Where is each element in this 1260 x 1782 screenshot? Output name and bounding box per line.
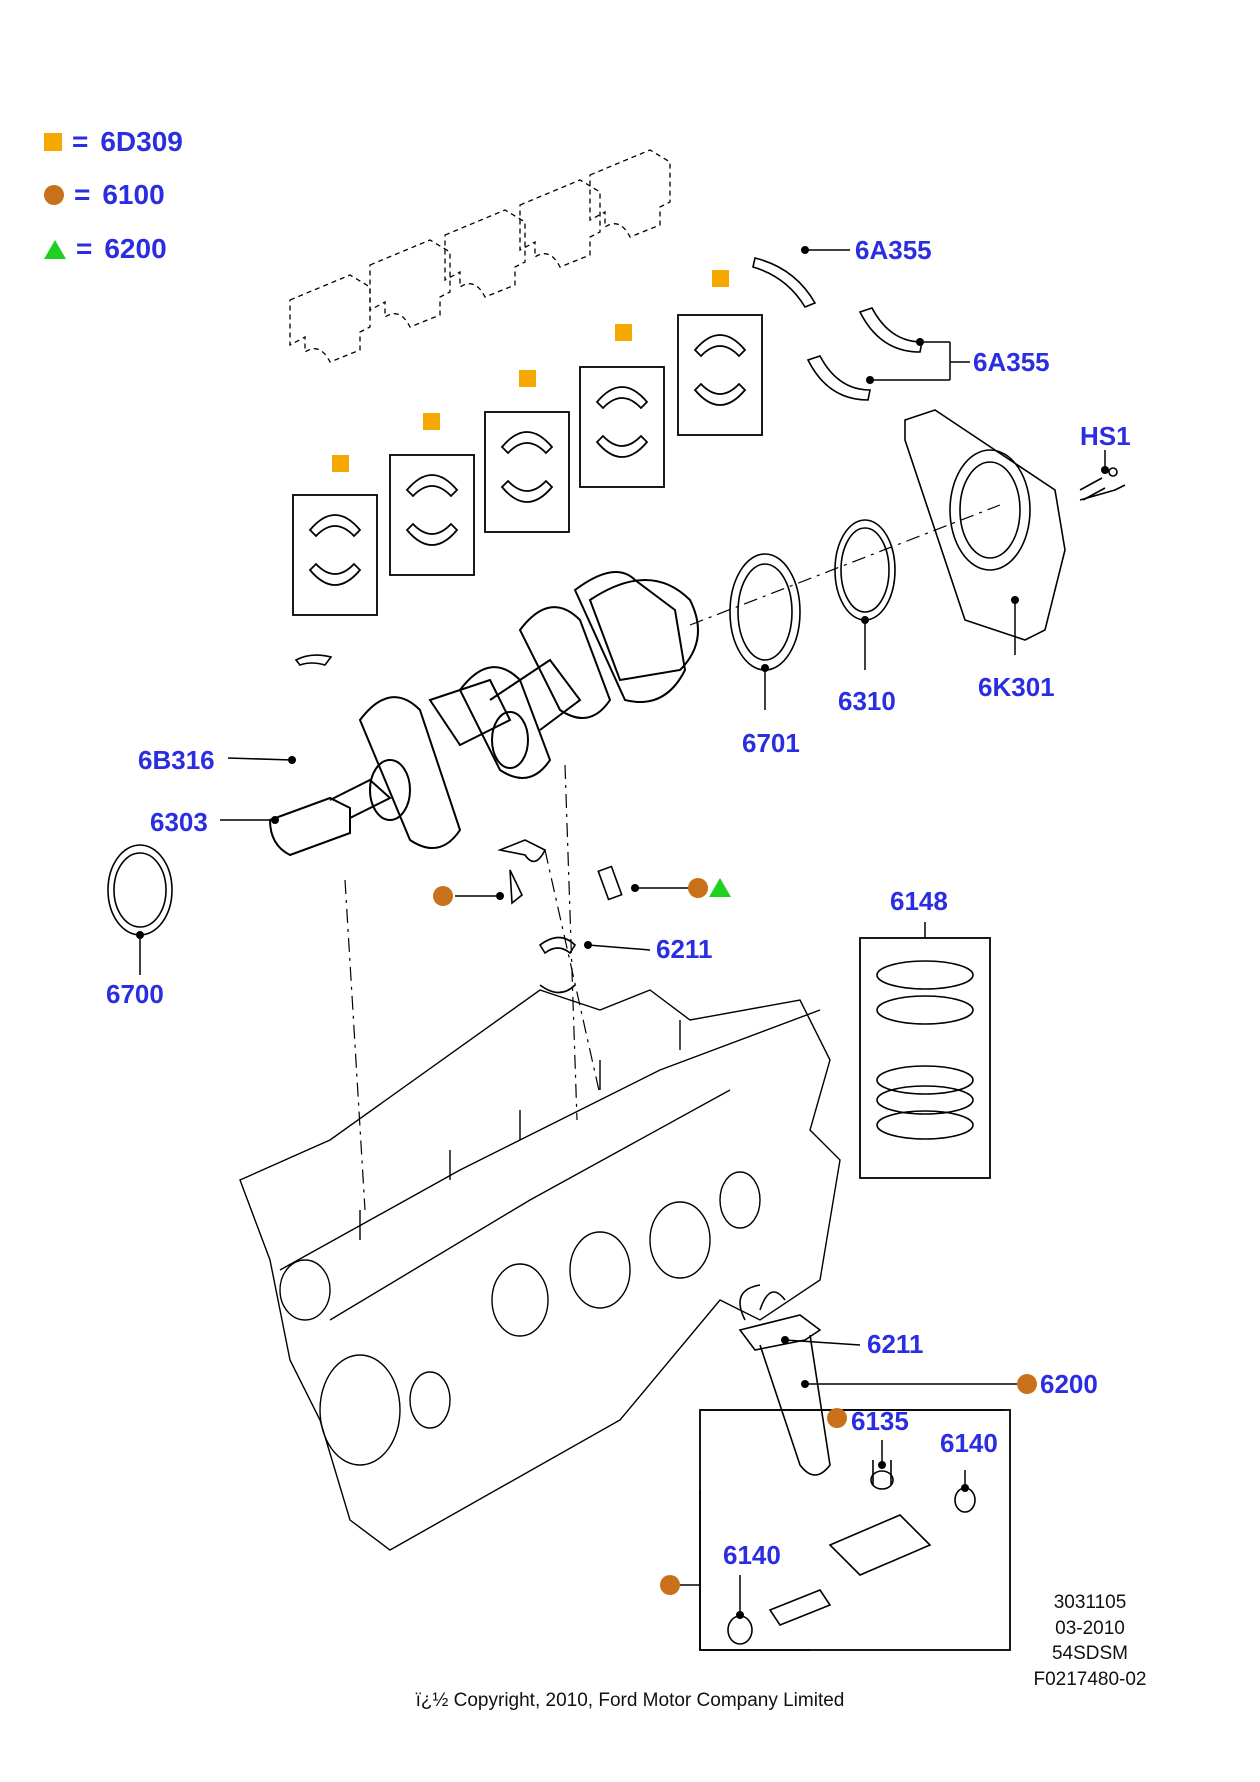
rod-cap-upper — [497, 839, 623, 994]
part-label-6140-right[interactable]: 6140 — [940, 1428, 998, 1458]
legend-code-6d309: 6D309 — [100, 126, 183, 157]
part-label-6148[interactable]: 6148 — [890, 886, 948, 916]
figure-number: F0217480-02 — [1033, 1668, 1147, 1690]
piston-ring-set — [859, 937, 991, 1179]
legend-code-6100: 6100 — [102, 179, 165, 210]
orange-square-icon — [44, 133, 62, 151]
reference-code: 54SDSM — [1051, 1643, 1129, 1665]
thrust-washers — [752, 257, 923, 401]
key-6b316 — [294, 654, 333, 666]
engine-block — [239, 989, 841, 1551]
part-label-6200[interactable]: 6200 — [1040, 1369, 1098, 1399]
legend-equals: = — [76, 233, 93, 264]
part-label-6135[interactable]: 6135 — [851, 1406, 909, 1436]
reference-date: 03-2010 — [1055, 1617, 1125, 1639]
part-label-6700[interactable]: 6700 — [106, 979, 164, 1009]
part-label-6211-top[interactable]: 6211 — [656, 934, 713, 964]
bearing-caps-dashed — [289, 149, 671, 363]
part-label-6310[interactable]: 6310 — [838, 686, 896, 716]
reference-number: 3031105 — [1053, 1592, 1127, 1613]
legend-equals: = — [74, 179, 91, 210]
copyright-notice: ï¿½ Copyright, 2010, Ford Motor Company … — [415, 1690, 845, 1711]
legend-markers — [332, 270, 1037, 1595]
part-label-6303[interactable]: 6303 — [150, 807, 208, 837]
part-label-6140-left[interactable]: 6140 — [723, 1540, 781, 1570]
legend-triangle-row: = 6200 — [44, 235, 167, 263]
brown-circle-icon — [44, 185, 64, 205]
legend-circle-row: = 6100 — [44, 181, 165, 209]
legend-square-row: = 6D309 — [44, 128, 183, 156]
green-triangle-icon — [44, 239, 66, 259]
drawing-reference-block: 3031105 03-2010 54SDSM F0217480-02 — [1010, 1590, 1170, 1693]
part-label-6211-bottom[interactable]: 6211 — [867, 1329, 924, 1359]
part-label-6a355-top[interactable]: 6A355 — [855, 235, 932, 265]
connecting-rod-assembly — [699, 1284, 1011, 1651]
part-label-6b316[interactable]: 6B316 — [138, 745, 215, 775]
rear-seal-housing — [904, 409, 1126, 641]
bolts — [1079, 477, 1106, 501]
part-label-6k301[interactable]: 6K301 — [978, 672, 1055, 702]
part-label-6701[interactable]: 6701 — [742, 728, 800, 758]
legend-equals: = — [72, 126, 89, 157]
part-label-6a355-pair[interactable]: 6A355 — [973, 347, 1050, 377]
part-label-hs1[interactable]: HS1 — [1080, 421, 1131, 451]
bearing-shell-boxes — [292, 314, 763, 616]
crankshaft — [268, 571, 699, 857]
legend-code-6200: 6200 — [104, 233, 167, 264]
